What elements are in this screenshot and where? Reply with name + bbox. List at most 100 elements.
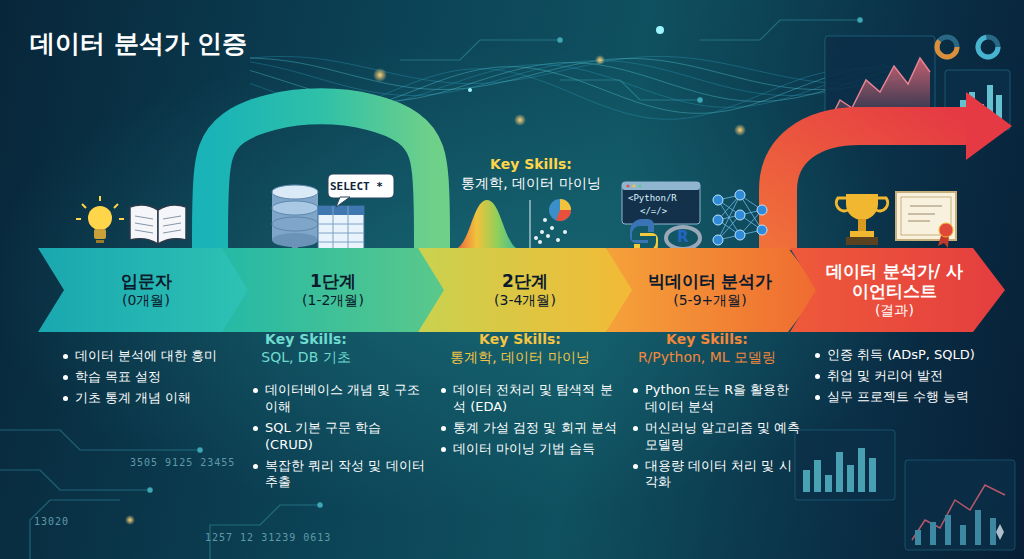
bullet-text: 학습 목표 설정 — [75, 369, 161, 384]
lightbulb-icon-part-part — [99, 196, 101, 201]
table-icon-part-part — [348, 206, 349, 250]
bullet-item: 취업 및 커리어 발전 — [814, 368, 1004, 385]
background-number: 1257 12 31239 0613 — [205, 532, 331, 545]
trophy-icon-part — [876, 198, 888, 211]
key-skills-value: SQL, DB 기초 — [236, 349, 376, 367]
stage-chevron: 2단계(3-4개월) — [418, 248, 638, 332]
bullet-item: 인증 취득 (ADsP, SQLD) — [814, 347, 1004, 364]
stage-duration: (결과) — [875, 301, 914, 319]
bullet-item: 데이터 전처리 및 탐색적 분석 (EDA) — [440, 382, 618, 416]
r-logo-part — [666, 227, 700, 249]
bullet-item: 기초 통계 개념 이해 — [62, 390, 242, 407]
bottom-right-charts-part — [915, 510, 996, 545]
bullet-item: 복잡한 쿼리 작성 및 데이터 추출 — [252, 458, 430, 492]
trophy-icon-part — [850, 231, 874, 237]
scatter-icon-part — [560, 199, 571, 210]
neural-network-icon-part-part — [735, 190, 745, 200]
bottom-right-charts-part-part — [858, 448, 865, 492]
neural-network-icon — [713, 190, 767, 245]
scatter-icon-part-part — [534, 236, 538, 240]
key-skills-heading: Key Skills: — [622, 331, 792, 349]
circuit-lines-part — [30, 500, 120, 559]
bullet-dot — [441, 426, 446, 431]
chevron-fill — [38, 248, 260, 332]
chevron-fill — [418, 248, 638, 332]
scatter-icon-part — [534, 218, 567, 244]
book-icon-part — [130, 205, 158, 244]
lightbulb-icon-part — [76, 196, 124, 219]
stage-chevron: 1단계(1-2개월) — [222, 248, 450, 332]
bottom-right-charts-part-part — [930, 522, 936, 545]
bullet-list: Python 또는 R을 활용한 데이터 분석머신러닝 알고리즘 및 예측 모델… — [632, 382, 804, 491]
book-icon-part — [135, 216, 181, 233]
scatter-icon-part-part — [556, 238, 560, 242]
stage-name: 데이터 분석가/ 사이언티스트 — [822, 261, 967, 302]
bullet-dot — [633, 464, 638, 469]
circuit-lines-part — [148, 488, 153, 493]
trophy-icon — [836, 194, 887, 245]
red-result-arrow-part — [778, 126, 970, 250]
bottom-right-charts — [795, 430, 1015, 550]
neural-network-icon-part-part — [713, 235, 723, 245]
bullet-text: 실무 프로젝트 수행 능력 — [827, 389, 969, 404]
key-skills-value: 통계학, 데이터 마이닝 — [440, 349, 600, 367]
book-icon-part-part — [135, 216, 153, 219]
lightbulb-icon-part — [94, 229, 106, 239]
code-window-icon-part — [638, 184, 641, 187]
key-skills-heading: Key Skills: — [456, 156, 606, 174]
circuit-lines-part — [560, 80, 700, 100]
code-window-icon-part — [622, 182, 700, 224]
trophy-icon-part — [846, 194, 878, 220]
bullet-text: 머신러닝 알고리즘 및 예측 모델링 — [645, 420, 800, 452]
scatter-icon — [530, 199, 575, 250]
key-skills-value: 통계학, 데이터 마이닝 — [456, 175, 606, 193]
circuit-lines-part — [400, 40, 560, 60]
certificate-icon — [896, 192, 956, 248]
code-window-icon-part — [626, 184, 629, 187]
stage-duration: (0개월) — [122, 291, 170, 309]
r-letter: R — [677, 228, 689, 247]
circuit-lines-part — [0, 430, 200, 450]
bullet-dot — [633, 426, 638, 431]
trophy-icon-part — [846, 237, 878, 245]
bullet-dot — [815, 353, 820, 358]
progress-arch — [210, 106, 432, 248]
scatter-icon-part-part — [546, 234, 550, 238]
bottom-right-charts-part-part — [836, 452, 843, 492]
background-number: 13020 — [34, 516, 69, 529]
glow-dots-part — [468, 88, 472, 92]
circuit-lines-part — [858, 18, 863, 23]
key-skills-heading: Key Skills: — [236, 331, 376, 349]
neural-network-icon-part-part — [713, 215, 723, 225]
circuit-lines-part — [0, 470, 150, 490]
certificate-icon-part — [896, 192, 956, 240]
glow-dots-part — [373, 68, 387, 82]
scatter-icon-part — [556, 210, 571, 221]
trophy-icon-part — [858, 219, 866, 231]
bullet-list: 데이터 전처리 및 탐색적 분석 (EDA) 통계 가설 검정 및 회귀 분석데이… — [440, 382, 618, 458]
certificate-icon-part — [908, 206, 942, 221]
glow-dots-part — [595, 55, 605, 65]
bullet-text: Python 또는 R을 활용한 데이터 분석 — [645, 382, 790, 414]
bullet-text: 데이터 마이닝 기법 습득 — [453, 441, 595, 456]
bottom-right-charts-part — [996, 524, 1004, 540]
neural-network-icon-part — [718, 195, 762, 240]
neural-network-icon-part-part — [713, 195, 723, 205]
circuit-lines — [0, 18, 863, 559]
bullet-text: 데이터베이스 개념 및 구조 이해 — [265, 382, 420, 414]
bullet-item: 통계 가설 검정 및 회귀 분석 — [440, 420, 618, 437]
table-icon-part — [318, 206, 364, 215]
lightbulb-icon-part — [96, 240, 104, 243]
scatter-icon-part — [549, 199, 571, 221]
bullet-dot — [633, 388, 638, 393]
chart-panel-part — [978, 37, 998, 57]
chevron-fill — [606, 248, 820, 332]
certificate-icon-part-part — [910, 206, 942, 207]
bullet-item: 대용량 데이터 처리 및 시각화 — [632, 458, 804, 492]
circuit-lines-part — [698, 98, 703, 103]
stage-duration: (1-2개월) — [302, 291, 364, 309]
bullet-item: 데이터 마이닝 기법 습득 — [440, 441, 618, 458]
neural-network-icon-part-part — [757, 205, 767, 215]
bullet-item: Python 또는 R을 활용한 데이터 분석 — [632, 382, 804, 416]
bullet-item: 머신러닝 알고리즘 및 예측 모델링 — [632, 420, 804, 454]
